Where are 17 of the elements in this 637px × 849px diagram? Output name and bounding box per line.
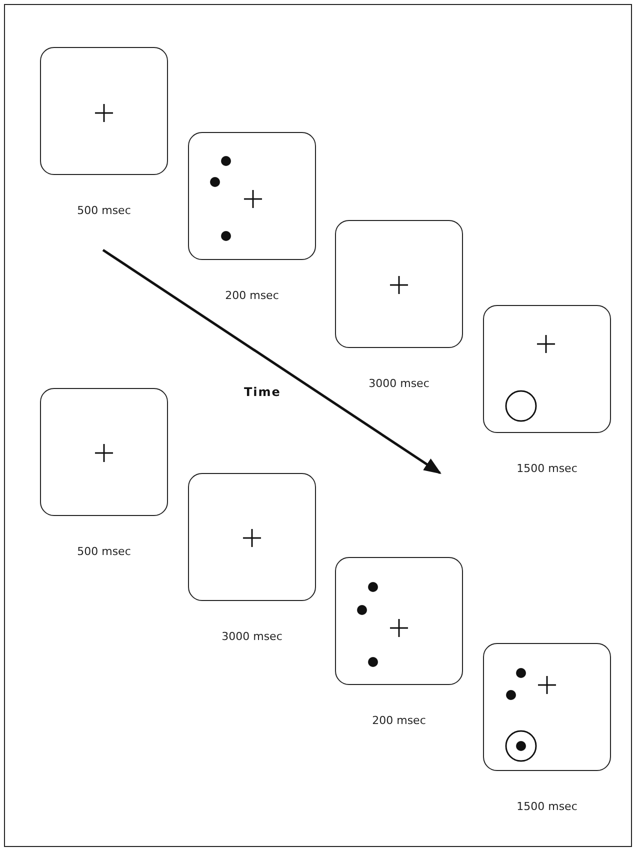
- duration-label: 3000 msec: [222, 630, 282, 643]
- duration-label: 3000 msec: [368, 377, 430, 390]
- display-screen: [188, 473, 316, 601]
- display-screen: [335, 220, 463, 348]
- display-screen: [335, 557, 463, 685]
- duration-label: 500 msec: [77, 204, 131, 217]
- duration-label: 1500 msec: [516, 462, 578, 475]
- display-screen: [483, 643, 611, 771]
- duration-label: 1500 msec: [516, 800, 578, 813]
- duration-label: 200 msec: [225, 289, 279, 302]
- axis-label: Time: [244, 385, 281, 399]
- duration-label: 500 msec: [77, 545, 131, 558]
- display-screen: [40, 47, 168, 175]
- display-screen: [188, 132, 316, 260]
- display-screen: [483, 305, 611, 433]
- display-screen: [40, 388, 168, 516]
- duration-label: 200 msec: [372, 714, 426, 727]
